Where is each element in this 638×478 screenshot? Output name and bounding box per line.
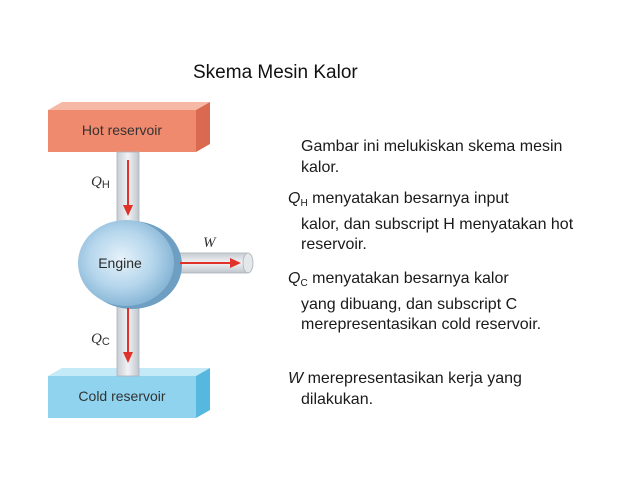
paragraph-4-first: merepresentasikan kerja yang (307, 370, 522, 387)
qh-symbol: Q (288, 190, 301, 207)
work-label: W (203, 235, 217, 251)
paragraph-1-text: Gambar ini melukiskan skema mesin kalor. (301, 138, 563, 176)
hot-reservoir (48, 102, 210, 152)
hot-reservoir-label: Hot reservoir (82, 122, 162, 138)
paragraph-4: W merepresentasikan kerja yang dilakukan… (288, 369, 588, 410)
qh-subscript: H (300, 198, 308, 209)
paragraph-3-first: menyatakan besarnya kalor (312, 270, 509, 287)
qc-subscript: C (300, 278, 308, 289)
w-symbol: W (288, 370, 304, 387)
work-arrow (180, 258, 241, 268)
paragraph-2-rest: kalor, dan subscript H menyatakan hot re… (301, 215, 574, 254)
qc-symbol: Q (288, 270, 301, 287)
paragraph-3: QC menyatakan besarnya kalor yang dibuan… (288, 269, 588, 336)
cold-reservoir-label: Cold reservoir (78, 388, 165, 404)
engine-label: Engine (98, 255, 142, 271)
qc-label: QC (91, 331, 110, 348)
cold-reservoir (48, 368, 210, 418)
qh-label: QH (91, 174, 110, 191)
paragraph-3-rest: yang dibuang, dan subscript C merepresen… (301, 295, 542, 334)
paragraph-2: QH menyatakan besarnya input kalor, dan … (288, 189, 588, 256)
paragraph-1: Gambar ini melukiskan skema mesin kalor. (288, 137, 588, 178)
engine (78, 220, 182, 309)
paragraph-4-rest: dilakukan. (301, 390, 374, 408)
qc-arrow (123, 308, 133, 363)
qh-arrow (123, 160, 133, 216)
slide-title: Skema Mesin Kalor (193, 62, 358, 83)
work-pipe-end (242, 252, 254, 274)
paragraph-2-first: menyatakan besarnya input (312, 190, 509, 207)
